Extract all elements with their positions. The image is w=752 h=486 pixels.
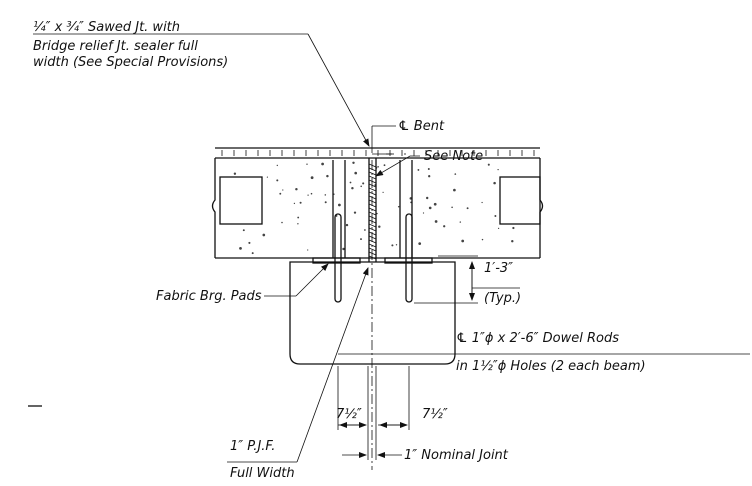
right-beam-void <box>499 176 541 225</box>
dimension-right-label: 7½″ <box>422 407 448 422</box>
sawed-joint-label-line3: width (See Special Provisions) <box>33 55 228 70</box>
bearing-pad-left <box>312 257 361 264</box>
see-note-label: See Note <box>424 149 483 164</box>
centerline-bent-label: ℄ Bent <box>398 119 445 134</box>
wearing-surface-ticks <box>221 150 535 156</box>
concrete-stipple <box>233 161 515 255</box>
left-beam-void <box>219 176 263 225</box>
sawed-joint <box>368 158 377 262</box>
leaders <box>33 33 750 463</box>
dowel-rods-label-line1: ℄ 1″ϕ x 2′-6″ Dowel Rods <box>456 331 619 346</box>
pjf-label-line2: Full Width <box>230 466 295 481</box>
dimension-left-label: 7½″ <box>336 407 362 422</box>
sawed-joint-label-line2: Bridge relief Jt. sealer full <box>33 39 198 54</box>
bent-cap <box>289 261 456 365</box>
dimensions <box>337 255 520 460</box>
dowel-rods-label-line2: in 1½″ϕ Holes (2 each beam) <box>456 359 646 374</box>
fabric-pads-label: Fabric Brg. Pads <box>156 289 262 304</box>
left-break-line <box>211 158 216 258</box>
bearing-pads <box>312 257 433 264</box>
deck-slab <box>211 147 544 259</box>
sawed-joint-label-line1: ¼″ x ¾″ Sawed Jt. with <box>33 20 180 35</box>
embed-typ-label: (Typ.) <box>484 291 521 306</box>
nominal-joint-label: 1″ Nominal Joint <box>404 448 509 463</box>
bearing-pad-right <box>384 257 433 264</box>
embed-dimension-label: 1′-3″ <box>484 261 513 276</box>
pjf-label-line1: 1″ P.J.F. <box>230 439 275 454</box>
